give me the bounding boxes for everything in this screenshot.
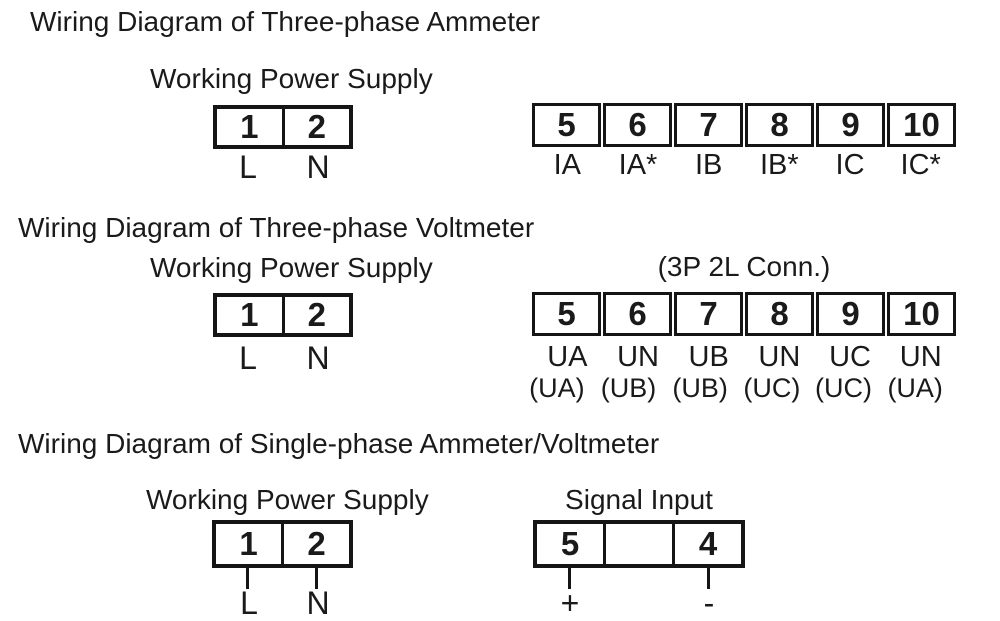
terminal-cell: 2: [281, 296, 350, 333]
terminal-cell: 2: [281, 524, 349, 564]
power-pin-labels: L N: [213, 340, 353, 376]
terminal-cell: 7: [674, 292, 743, 336]
power-terminal-block: 1 2: [212, 520, 353, 568]
terminal-cell: 5: [560, 525, 580, 562]
pin-label: L: [239, 340, 257, 376]
terminal-pin-wire: [707, 567, 710, 589]
pin-label: N: [306, 149, 330, 185]
terminal-cell: 9: [816, 292, 885, 336]
pin-label: UA: [547, 341, 588, 373]
terminal-cell: 1: [240, 296, 259, 333]
terminal-cell: 5: [532, 103, 601, 147]
terminal-cell: 5: [532, 292, 601, 336]
terminal-pin-wire: [246, 567, 249, 589]
signal-alt-pin-labels: (UA) (UB) (UB) (UC) (UC) (UA): [521, 373, 951, 404]
terminal-pin-wire: [315, 567, 318, 589]
pin-alt-label: (UA): [887, 373, 943, 403]
signal-pin-labels: IA IA* IB IB* IC IC*: [532, 149, 956, 182]
pin-label: N: [306, 585, 330, 621]
section-title-single-phase: Wiring Diagram of Single-phase Ammeter/V…: [18, 428, 660, 459]
signal-input-label: Signal Input: [565, 484, 713, 515]
pin-label: L: [239, 149, 257, 185]
pin-alt-label: (UC): [815, 373, 873, 403]
terminal-cell: 8: [745, 103, 814, 147]
pin-label: IC: [835, 149, 865, 181]
pin-label: UC: [829, 341, 871, 373]
pin-label: L: [240, 585, 258, 621]
terminal-cell-empty: [603, 524, 672, 564]
terminal-cell: 8: [745, 292, 814, 336]
pin-label: IA: [553, 149, 582, 181]
terminal-pin-wire: [568, 567, 571, 589]
terminal-cell: 1: [239, 525, 258, 562]
pin-label: UN: [758, 341, 801, 373]
power-pin-labels: L N: [213, 149, 353, 185]
terminal-cell: 2: [281, 108, 350, 145]
signal-terminal-block: 5 6 7 8 9 10: [532, 292, 956, 336]
terminal-cell: 1: [240, 108, 259, 145]
power-supply-label: Working Power Supply: [146, 484, 429, 515]
terminal-cell: 6: [603, 103, 672, 147]
pin-label: N: [306, 340, 330, 376]
terminal-cell: 10: [887, 292, 956, 336]
polarity-minus-label: -: [703, 585, 715, 621]
terminal-cell: 10: [887, 103, 956, 147]
power-terminal-block: 1 2: [213, 293, 353, 337]
terminal-cell: 9: [816, 103, 885, 147]
power-supply-label: Working Power Supply: [150, 252, 433, 283]
pin-label: UB: [688, 341, 729, 373]
signal-terminal-block: 5 6 7 8 9 10: [532, 103, 956, 147]
pin-label: IC*: [900, 149, 941, 181]
signal-terminal-block: 5 4: [533, 520, 745, 568]
power-terminal-block: 1 2: [213, 105, 353, 149]
pin-label: UN: [899, 341, 942, 373]
section-title-three-phase-ammeter: Wiring Diagram of Three-phase Ammeter: [30, 6, 540, 37]
pin-label: IB: [694, 149, 723, 181]
terminal-cell: 4: [672, 524, 741, 564]
pin-alt-label: (UB): [672, 373, 728, 403]
polarity-plus-label: +: [560, 585, 580, 621]
connection-type-label: (3P 2L Conn.): [657, 251, 831, 282]
signal-pin-labels: UA UN UB UN UC UN: [532, 341, 956, 374]
pin-alt-label: (UA): [529, 373, 585, 403]
pin-label: UN: [617, 341, 659, 373]
terminal-cell: 7: [674, 103, 743, 147]
pin-label: IB*: [760, 149, 799, 181]
section-title-three-phase-voltmeter: Wiring Diagram of Three-phase Voltmeter: [18, 212, 535, 243]
terminal-cell: 6: [603, 292, 672, 336]
pin-alt-label: (UB): [600, 373, 657, 403]
pin-alt-label: (UC): [743, 373, 801, 403]
power-supply-label: Working Power Supply: [150, 63, 433, 94]
pin-label: IA*: [618, 149, 658, 181]
